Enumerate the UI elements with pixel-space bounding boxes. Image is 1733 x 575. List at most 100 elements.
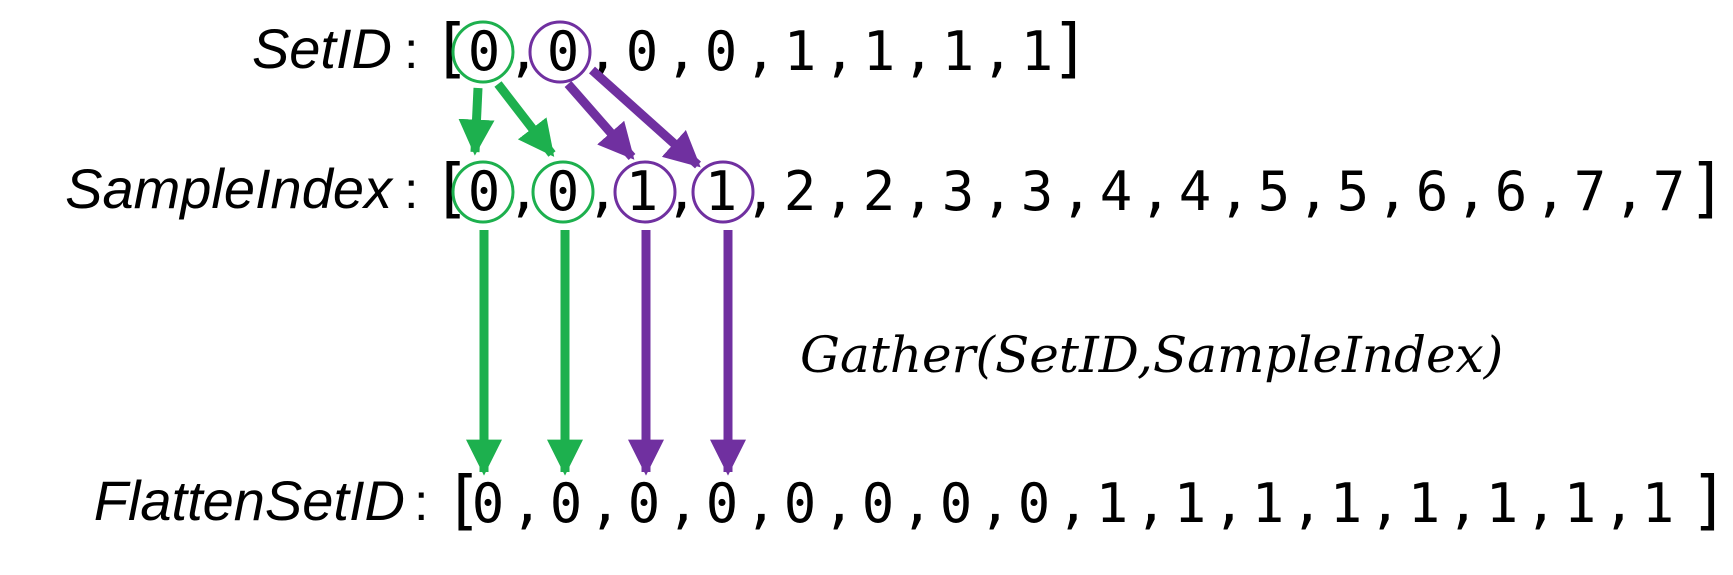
set-id-row: SetID : [ 0,0,0,0,1,1,1,1 ] — [252, 12, 1090, 86]
set-id-value-2: 0 — [626, 20, 659, 83]
flatten-set-id-colon: : — [414, 474, 428, 532]
sample-index-comma-8: , — [1139, 160, 1172, 223]
set-id-value-6: 1 — [942, 20, 975, 83]
set-id-value-1: 0 — [547, 20, 580, 83]
set-id-value-4: 1 — [784, 20, 817, 83]
lower-arrows — [466, 230, 746, 476]
flatten-set-id-value-11: 1 — [1330, 472, 1363, 535]
flatten-set-id-value-5: 0 — [862, 472, 895, 535]
sample-index-value-7: 3 — [1021, 160, 1054, 223]
set-id-comma-3: , — [744, 20, 777, 83]
flatten-set-id-value-4: 0 — [784, 472, 817, 535]
upper-arrows — [458, 66, 702, 169]
flatten-set-id-value-9: 1 — [1174, 472, 1207, 535]
setid-1-purple-circle — [528, 20, 592, 84]
set-id-comma-5: , — [902, 20, 935, 83]
sample-index-comma-4: , — [823, 160, 856, 223]
sample-index-value-13: 6 — [1495, 160, 1528, 223]
flatten-set-id-comma-8: , — [1135, 472, 1168, 535]
sample-index-comma-14: , — [1613, 160, 1646, 223]
green-arrow-setid0-to-sample1 — [494, 81, 556, 157]
flatten-set-id-comma-5: , — [901, 472, 934, 535]
sample-index-value-9: 4 — [1179, 160, 1212, 223]
sample-index-comma-5: , — [902, 160, 935, 223]
sample-index-value-11: 5 — [1337, 160, 1370, 223]
sample-index-close-bracket: ] — [1688, 152, 1727, 226]
set-id-value-3: 0 — [705, 20, 738, 83]
sample-index-label: SampleIndex — [65, 157, 394, 220]
set-id-label: SetID — [252, 17, 392, 80]
flatten-set-id-comma-4: , — [823, 472, 856, 535]
set-id-value-7: 1 — [1021, 20, 1054, 83]
sample-index-row: SampleIndex : [ 0,0,1,1,2,2,3,3,4,4,5,5,… — [65, 152, 1726, 226]
flatten-set-id-value-3: 0 — [706, 472, 739, 535]
flatten-set-id-comma-10: , — [1291, 472, 1324, 535]
flatten-set-id-value-10: 1 — [1252, 472, 1285, 535]
flatten-set-id-open-bracket: [ — [444, 464, 483, 538]
purple-arrow-setid1-to-sample3 — [588, 66, 702, 169]
set-id-colon: : — [404, 22, 418, 80]
sample-index-comma-10: , — [1297, 160, 1330, 223]
set-id-comma-4: , — [823, 20, 856, 83]
flatten-set-id-comma-6: , — [979, 472, 1012, 535]
flatten-set-id-comma-3: , — [745, 472, 778, 535]
flatten-set-id-comma-13: , — [1525, 472, 1558, 535]
sample-index-comma-6: , — [981, 160, 1014, 223]
flatten-set-id-value-1: 0 — [550, 472, 583, 535]
sample-index-value-4: 2 — [784, 160, 817, 223]
set-id-close-bracket: ] — [1051, 12, 1090, 86]
green-arrow-setid0-to-sample0 — [458, 87, 495, 156]
sample-index-comma-13: , — [1534, 160, 1567, 223]
flatten-set-id-value-2: 0 — [628, 472, 661, 535]
flatten-set-id-label: FlattenSetID — [94, 469, 405, 532]
flatten-set-id-comma-1: , — [589, 472, 622, 535]
sample-index-value-3: 1 — [705, 160, 738, 223]
flatten-set-id-values: 0,0,0,0,0,0,0,0,1,1,1,1,1,1,1,1 — [472, 472, 1675, 535]
flatten-set-id-comma-12: , — [1447, 472, 1480, 535]
sample-index-value-6: 3 — [942, 160, 975, 223]
set-id-value-0: 0 — [468, 20, 501, 83]
sample-index-comma-3: , — [744, 160, 777, 223]
sample-index-value-8: 4 — [1100, 160, 1133, 223]
sample-index-value-10: 5 — [1258, 160, 1291, 223]
flatten-set-id-value-13: 1 — [1486, 472, 1519, 535]
flatten-set-id-value-14: 1 — [1564, 472, 1597, 535]
flatten-set-id-value-15: 1 — [1642, 472, 1675, 535]
sample-index-value-2: 1 — [626, 160, 659, 223]
flatten-set-id-comma-14: , — [1603, 472, 1636, 535]
flatten-set-id-comma-9: , — [1213, 472, 1246, 535]
gather-formula: Gather(SetID,SampleIndex) — [800, 326, 1503, 384]
flatten-set-id-comma-7: , — [1057, 472, 1090, 535]
purple-arrow-setid1-to-sample2 — [564, 81, 636, 160]
flatten-set-id-value-8: 1 — [1096, 472, 1129, 535]
flatten-set-id-comma-0: , — [511, 472, 544, 535]
flatten-set-id-value-12: 1 — [1408, 472, 1441, 535]
setid-0-green-circle — [451, 20, 515, 84]
sample-index-comma-9: , — [1218, 160, 1251, 223]
sample-index-colon: : — [404, 162, 418, 220]
sample-index-value-5: 2 — [863, 160, 896, 223]
flatten-set-id-close-bracket: ] — [1690, 464, 1729, 538]
set-id-value-5: 1 — [863, 20, 896, 83]
highlight-circles — [451, 20, 755, 224]
sample-index-value-1: 0 — [547, 160, 580, 223]
sample-index-comma-11: , — [1376, 160, 1409, 223]
sample-index-comma-7: , — [1060, 160, 1093, 223]
sample-index-comma-12: , — [1455, 160, 1488, 223]
set-id-values: 0,0,0,0,1,1,1,1 — [468, 20, 1054, 83]
sample-index-values: 0,0,1,1,2,2,3,3,4,4,5,5,6,6,7,7 — [468, 160, 1686, 223]
sampleindex-0-green-circle — [451, 160, 515, 224]
sample-index-value-12: 6 — [1416, 160, 1449, 223]
flatten-set-id-value-0: 0 — [472, 472, 505, 535]
sample-index-value-15: 7 — [1653, 160, 1686, 223]
flatten-set-id-row: FlattenSetID : [ 0,0,0,0,0,0,0,0,1,1,1,1… — [94, 464, 1729, 538]
sample-index-value-0: 0 — [468, 160, 501, 223]
sampleindex-2-purple-circle — [613, 160, 677, 224]
set-id-comma-2: , — [665, 20, 698, 83]
flatten-set-id-comma-11: , — [1369, 472, 1402, 535]
sampleindex-1-green-circle — [531, 160, 595, 224]
flatten-set-id-value-6: 0 — [940, 472, 973, 535]
set-id-comma-6: , — [981, 20, 1014, 83]
flatten-set-id-comma-2: , — [667, 472, 700, 535]
